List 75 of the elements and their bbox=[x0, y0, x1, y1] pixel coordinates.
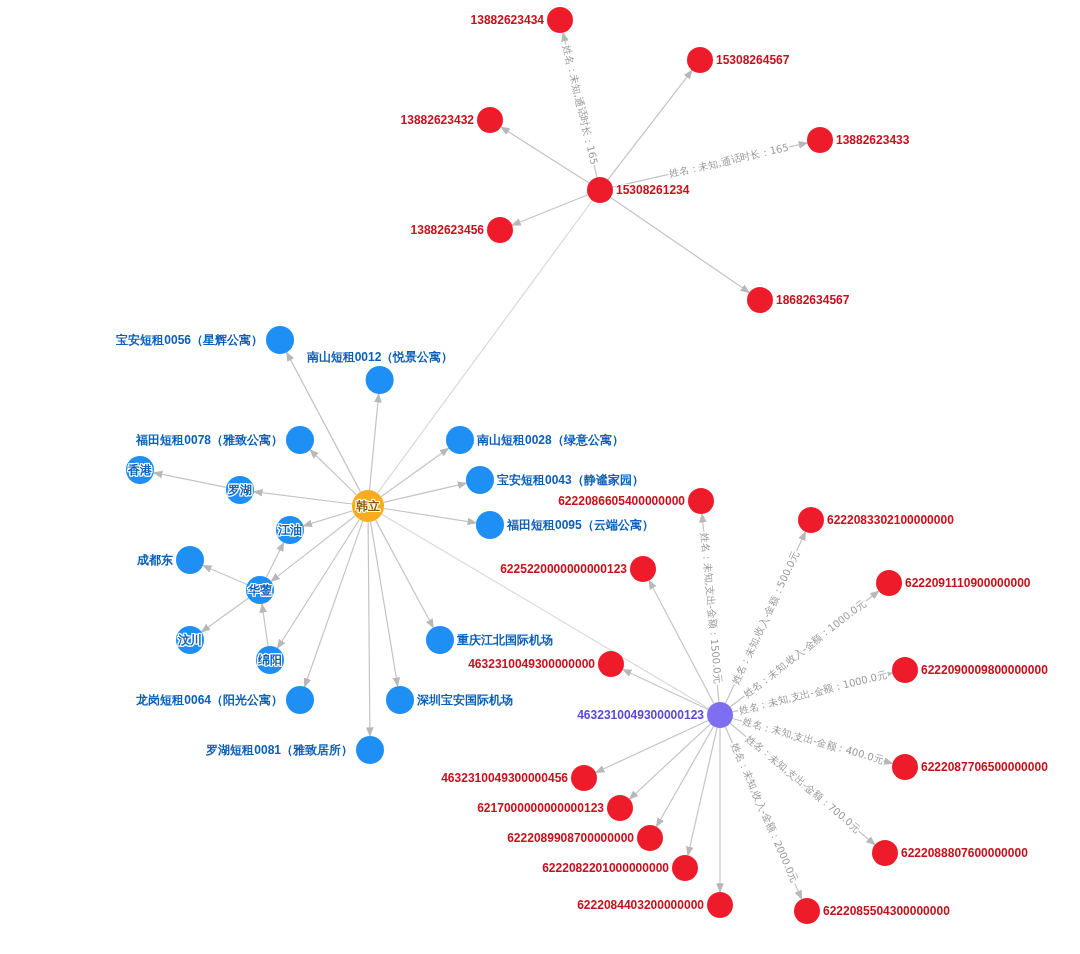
arrow bbox=[276, 518, 360, 649]
node-label: 6222083302100000000 bbox=[827, 513, 954, 527]
node-label: 福田短租0078（雅致公寓） bbox=[136, 433, 283, 447]
arrow bbox=[265, 541, 285, 579]
node-label: 韩立 bbox=[356, 499, 380, 513]
arrow bbox=[511, 194, 589, 226]
node-label: 13882623433 bbox=[836, 133, 910, 147]
connector-line bbox=[381, 513, 710, 709]
node-label: 15308261234 bbox=[616, 183, 690, 197]
arrow bbox=[648, 579, 715, 705]
node-label: 6222084403200000000 bbox=[577, 898, 704, 912]
arrow bbox=[383, 481, 468, 503]
edge-label: 姓名：未知,通话时长：165 bbox=[667, 140, 792, 181]
node-label: 罗湖短租0081（雅致居所） bbox=[206, 743, 353, 757]
node-label: 6222089908700000000 bbox=[507, 831, 634, 845]
arrow bbox=[302, 510, 354, 527]
arrow bbox=[286, 351, 362, 493]
arrow bbox=[200, 597, 250, 633]
node-label: 4632310049300000123 bbox=[577, 708, 704, 722]
arrow bbox=[303, 520, 364, 688]
arrow bbox=[383, 507, 478, 526]
node-label: 6222091110900000000 bbox=[905, 576, 1031, 590]
node-label: 南山短租0028（绿意公寓） bbox=[477, 433, 624, 447]
node-label: 绵阳 bbox=[258, 653, 282, 667]
arrow bbox=[270, 515, 356, 582]
node-label: 4632310049300000456 bbox=[441, 771, 568, 785]
node-label: 6222090009800000000 bbox=[921, 663, 1048, 677]
node-label: 13882623432 bbox=[400, 113, 474, 127]
arrow bbox=[607, 69, 693, 181]
node-label: 6222086605400000000 bbox=[558, 494, 685, 508]
arrow bbox=[621, 668, 709, 711]
arrow bbox=[309, 449, 358, 496]
node-label: 重庆江北国际机场 bbox=[457, 633, 553, 647]
edge-label: 姓名：未知,通话时长：165 bbox=[559, 43, 601, 167]
node-label: 宝安短租0056（星辉公寓） bbox=[116, 333, 263, 347]
connector-line bbox=[376, 199, 593, 494]
node-label: 13882623456 bbox=[410, 223, 484, 237]
node-label: 6222085504300000000 bbox=[823, 904, 950, 918]
arrow bbox=[368, 392, 382, 491]
node-label: 华蓥 bbox=[248, 583, 272, 597]
node-label: 罗湖 bbox=[228, 483, 252, 497]
node-label: 福田短租0095（云端公寓） bbox=[507, 518, 654, 532]
arrow bbox=[610, 196, 751, 294]
node-label: 15308264567 bbox=[716, 53, 790, 67]
node-label: 成都东 bbox=[137, 553, 173, 567]
node-label: 6222088807600000000 bbox=[901, 846, 1028, 860]
arrow bbox=[375, 519, 434, 629]
node-label: 18682634567 bbox=[776, 293, 850, 307]
node-label: 南山短租0012（悦景公寓） bbox=[306, 350, 454, 364]
arrow bbox=[686, 727, 718, 857]
edge-label: 姓名：未知,支出-金额：1500.0元 bbox=[697, 530, 724, 686]
node-label: 江油 bbox=[278, 523, 302, 537]
node-label: 4632310049300000000 bbox=[468, 657, 595, 671]
arrow bbox=[655, 725, 715, 828]
arrow bbox=[628, 723, 712, 800]
arrow bbox=[252, 488, 353, 505]
arrow bbox=[380, 447, 450, 498]
arrow bbox=[594, 719, 709, 774]
node-label: 香港 bbox=[128, 463, 152, 477]
node-label: 6222082201000000000 bbox=[542, 861, 669, 875]
arrow bbox=[716, 727, 724, 893]
arrow bbox=[500, 126, 590, 184]
node-label: 龙岗短租0064（阳光公寓） bbox=[136, 693, 283, 707]
node-label: 深圳宝安国际机场 bbox=[417, 693, 513, 707]
node-label: 宝安短租0043（静谧家园） bbox=[497, 473, 644, 487]
arrow bbox=[152, 470, 227, 488]
node-label: 6222087706500000000 bbox=[921, 760, 1048, 774]
arrow bbox=[366, 521, 374, 737]
arrow bbox=[370, 521, 401, 688]
arrow bbox=[259, 602, 269, 647]
node-label: 13882623434 bbox=[470, 13, 544, 27]
node-label: 6217000000000000123 bbox=[477, 801, 604, 815]
arrow bbox=[202, 564, 248, 586]
node-label: 6225220000000000123 bbox=[500, 562, 627, 576]
node-label: 汶川 bbox=[178, 633, 202, 647]
